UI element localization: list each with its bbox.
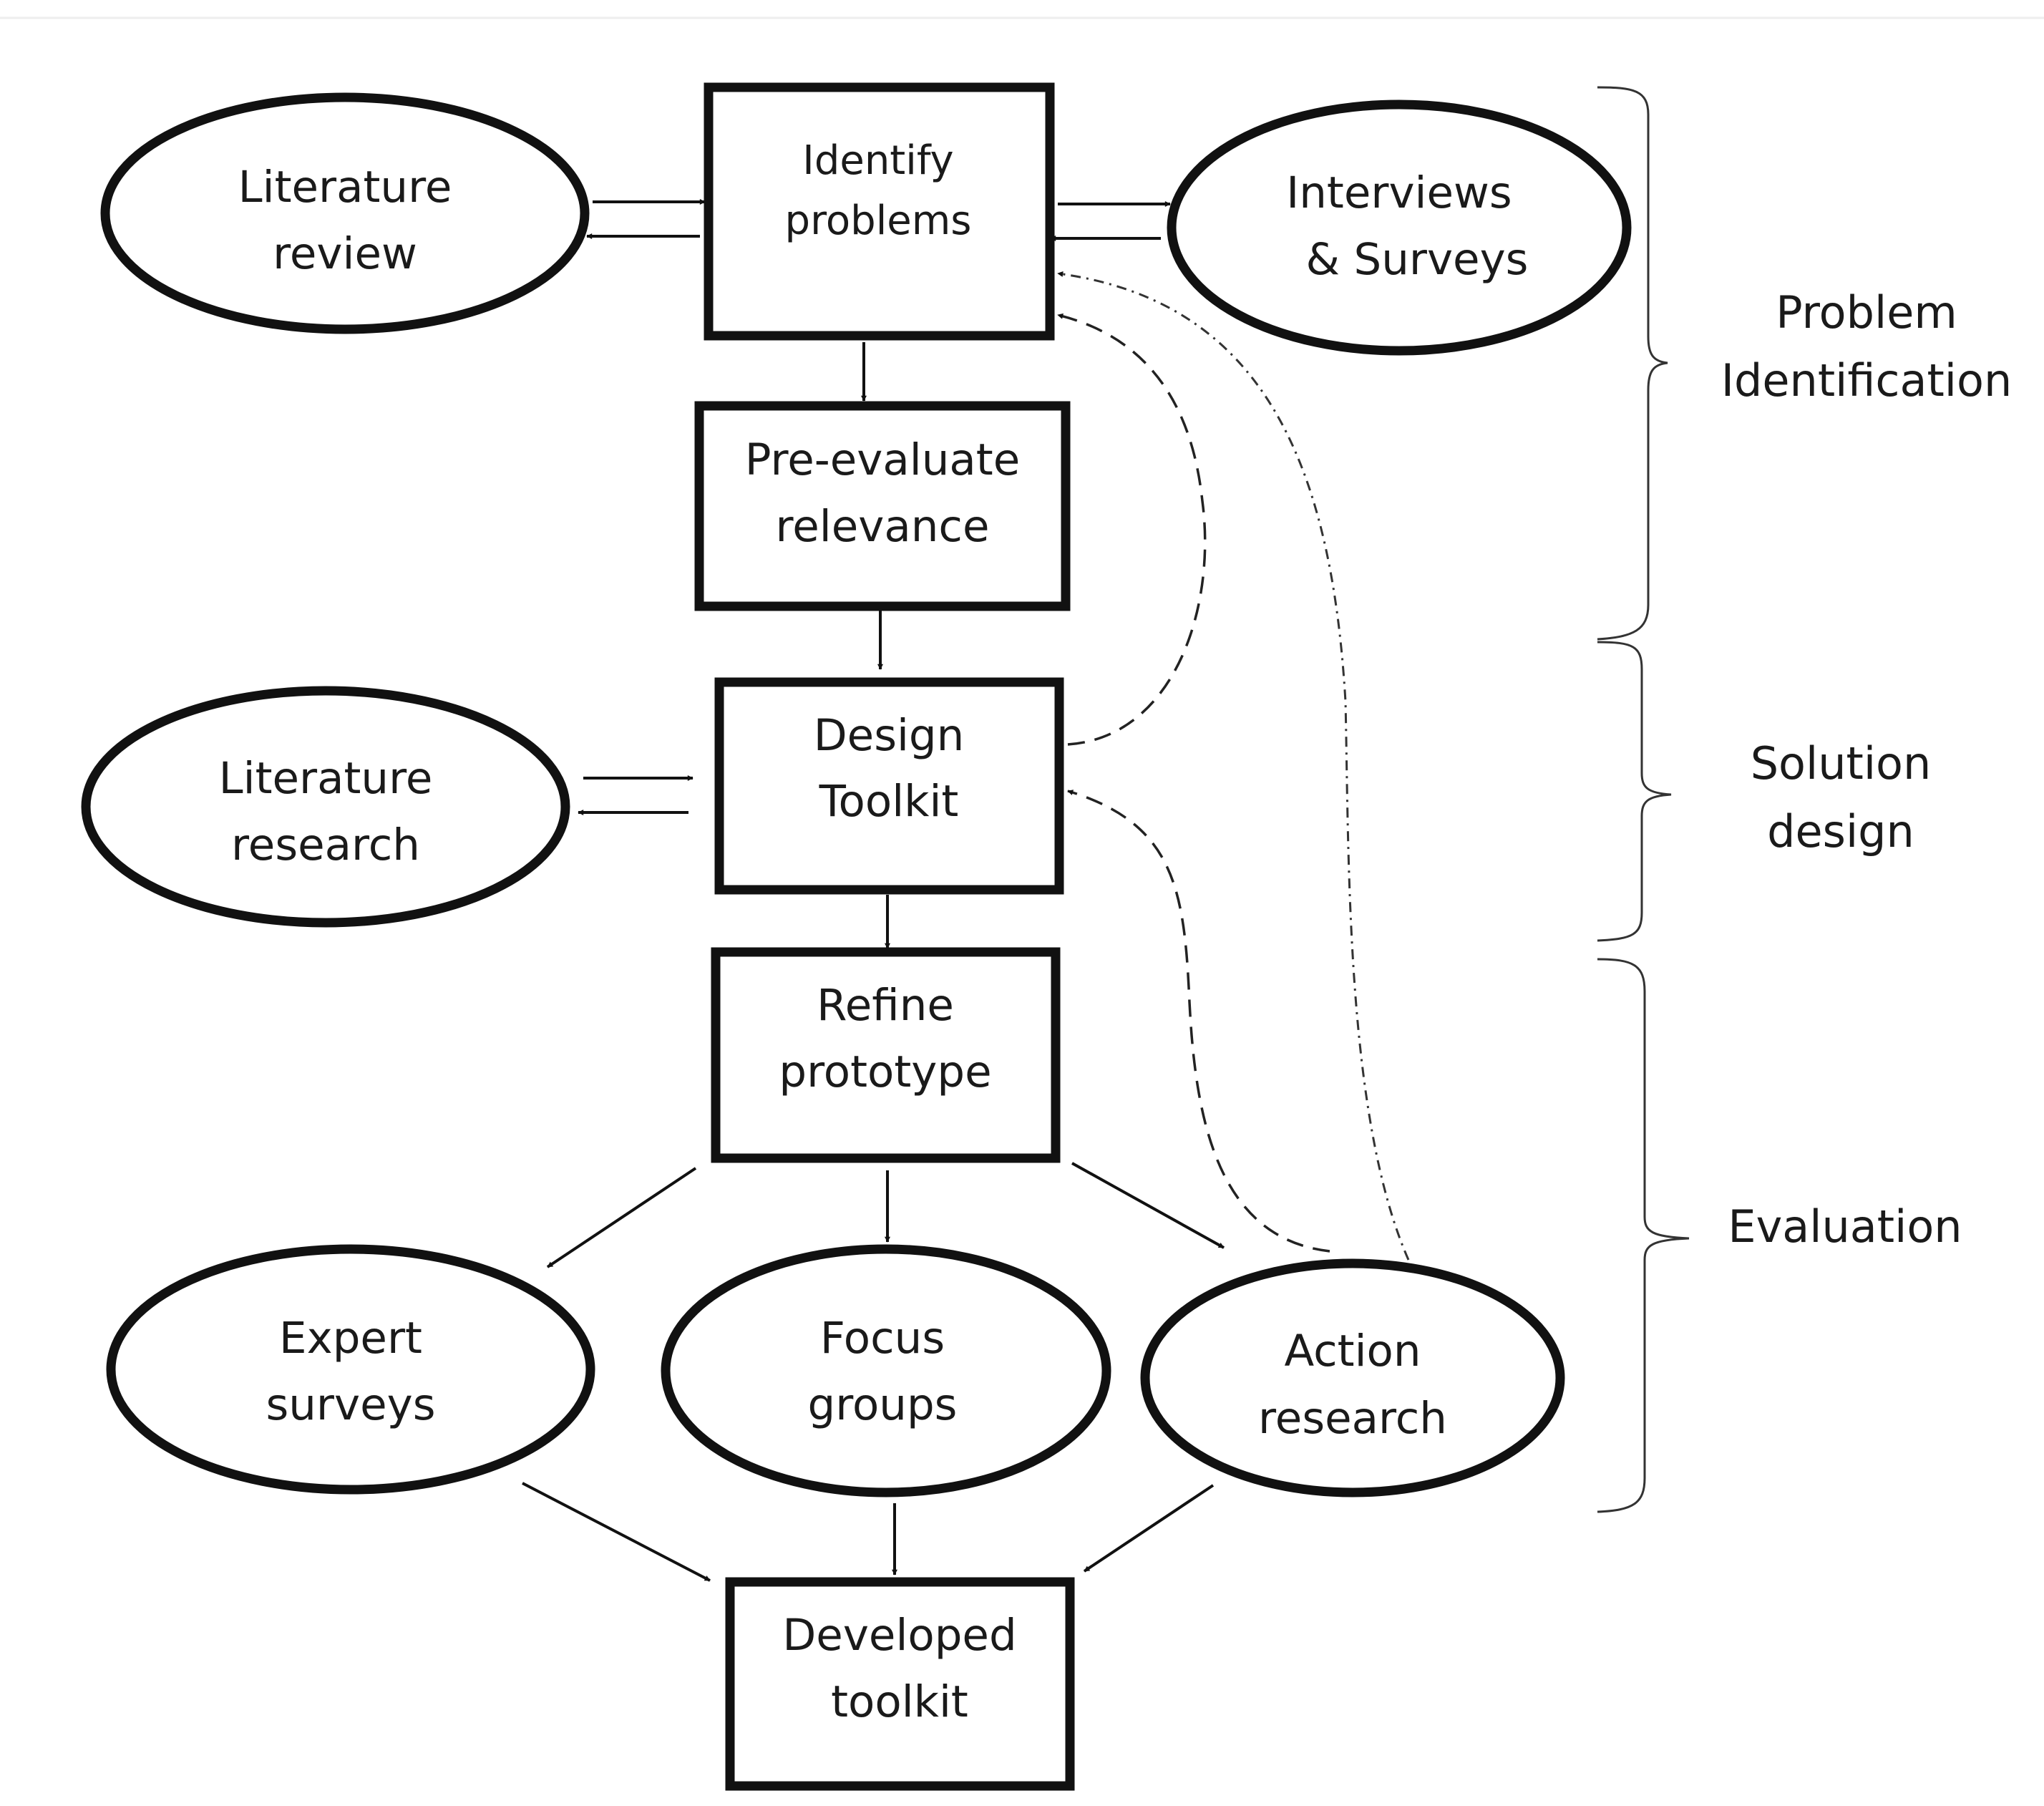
node-identify-problems: Identify problems [704, 82, 1055, 341]
node-focus-groups: Focus groups [661, 1244, 1111, 1497]
phase-label-line1: Solution [1751, 737, 1932, 790]
feedback-action-to-identify [1057, 271, 1410, 1261]
brace-shape [1597, 86, 1668, 641]
node-label-line1: Focus [820, 1313, 945, 1364]
node-label-line2: groups [808, 1379, 958, 1430]
box-shape [714, 677, 1064, 895]
ellipse-shape [1140, 1258, 1565, 1497]
box-shape [725, 1577, 1075, 1791]
box-shape [694, 401, 1071, 611]
brace-shape [1597, 641, 1672, 942]
node-action-research: Action research [1140, 1258, 1565, 1497]
node-label-line1: Pre-evaluate [745, 434, 1020, 485]
node-developed-toolkit: Developed toolkit [725, 1577, 1075, 1791]
phase-label: Evaluation [1728, 1200, 1962, 1253]
node-label-line1: Interviews [1286, 168, 1512, 218]
ellipse-shape [81, 686, 570, 928]
node-label-line2: relevance [776, 501, 990, 552]
phase-brace-evaluation: Evaluation [1597, 958, 1962, 1513]
ellipse-shape [661, 1244, 1111, 1497]
node-label-line2: toolkit [831, 1676, 968, 1727]
phase-brace-problem-identification: Problem Identification [1597, 86, 2013, 641]
node-pre-evaluate-relevance: Pre-evaluate relevance [694, 401, 1071, 611]
node-label-line1: Developed [782, 1610, 1016, 1661]
node-label-line2: surveys [266, 1379, 435, 1430]
phase-label-line2: design [1767, 805, 1914, 858]
node-label-line2: research [231, 820, 420, 870]
node-label-line2: research [1258, 1393, 1447, 1444]
ellipse-shape [100, 92, 590, 334]
arrow-expert-to-developed [522, 1482, 711, 1582]
arrow-refine-to-action [1071, 1162, 1225, 1249]
node-label-line2: & Surveys [1306, 234, 1529, 285]
brace-shape [1597, 958, 1690, 1513]
node-label-line1: Design [814, 710, 965, 761]
node-label-line1: Action [1284, 1326, 1421, 1377]
feedback-design-to-identify [1057, 313, 1207, 746]
node-label-line1: Refine [817, 980, 954, 1031]
node-label-line2: problems [785, 198, 972, 244]
feedback-action-to-design [1067, 790, 1330, 1253]
node-literature-review: Literature review [100, 92, 590, 334]
node-label-line2: prototype [779, 1047, 991, 1097]
box-shape [704, 82, 1055, 341]
node-label-line1: Expert [279, 1313, 422, 1364]
node-label-line1: Literature [219, 753, 433, 804]
node-design-toolkit: Design Toolkit [714, 677, 1064, 895]
ellipse-shape [106, 1244, 595, 1495]
node-refine-prototype: Refine prototype [711, 947, 1061, 1163]
arrow-action-to-developed [1083, 1484, 1215, 1573]
node-label-line1: Identify [802, 137, 953, 184]
node-literature-research: Literature research [81, 686, 570, 928]
node-expert-surveys: Expert surveys [106, 1244, 595, 1495]
node-label-line2: review [273, 228, 417, 279]
node-label-line2: Toolkit [819, 776, 959, 827]
connectors [522, 199, 1410, 1582]
phase-label-line2: Identification [1721, 354, 2013, 407]
phase-label-line1: Problem [1776, 286, 1957, 339]
arrow-refine-to-expert [546, 1167, 697, 1268]
phase-brace-solution-design: Solution design [1597, 641, 1932, 942]
node-label-line1: Literature [238, 162, 452, 213]
box-shape [711, 947, 1061, 1163]
ellipse-shape [1167, 99, 1632, 356]
node-interviews-surveys: Interviews & Surveys [1167, 99, 1632, 356]
